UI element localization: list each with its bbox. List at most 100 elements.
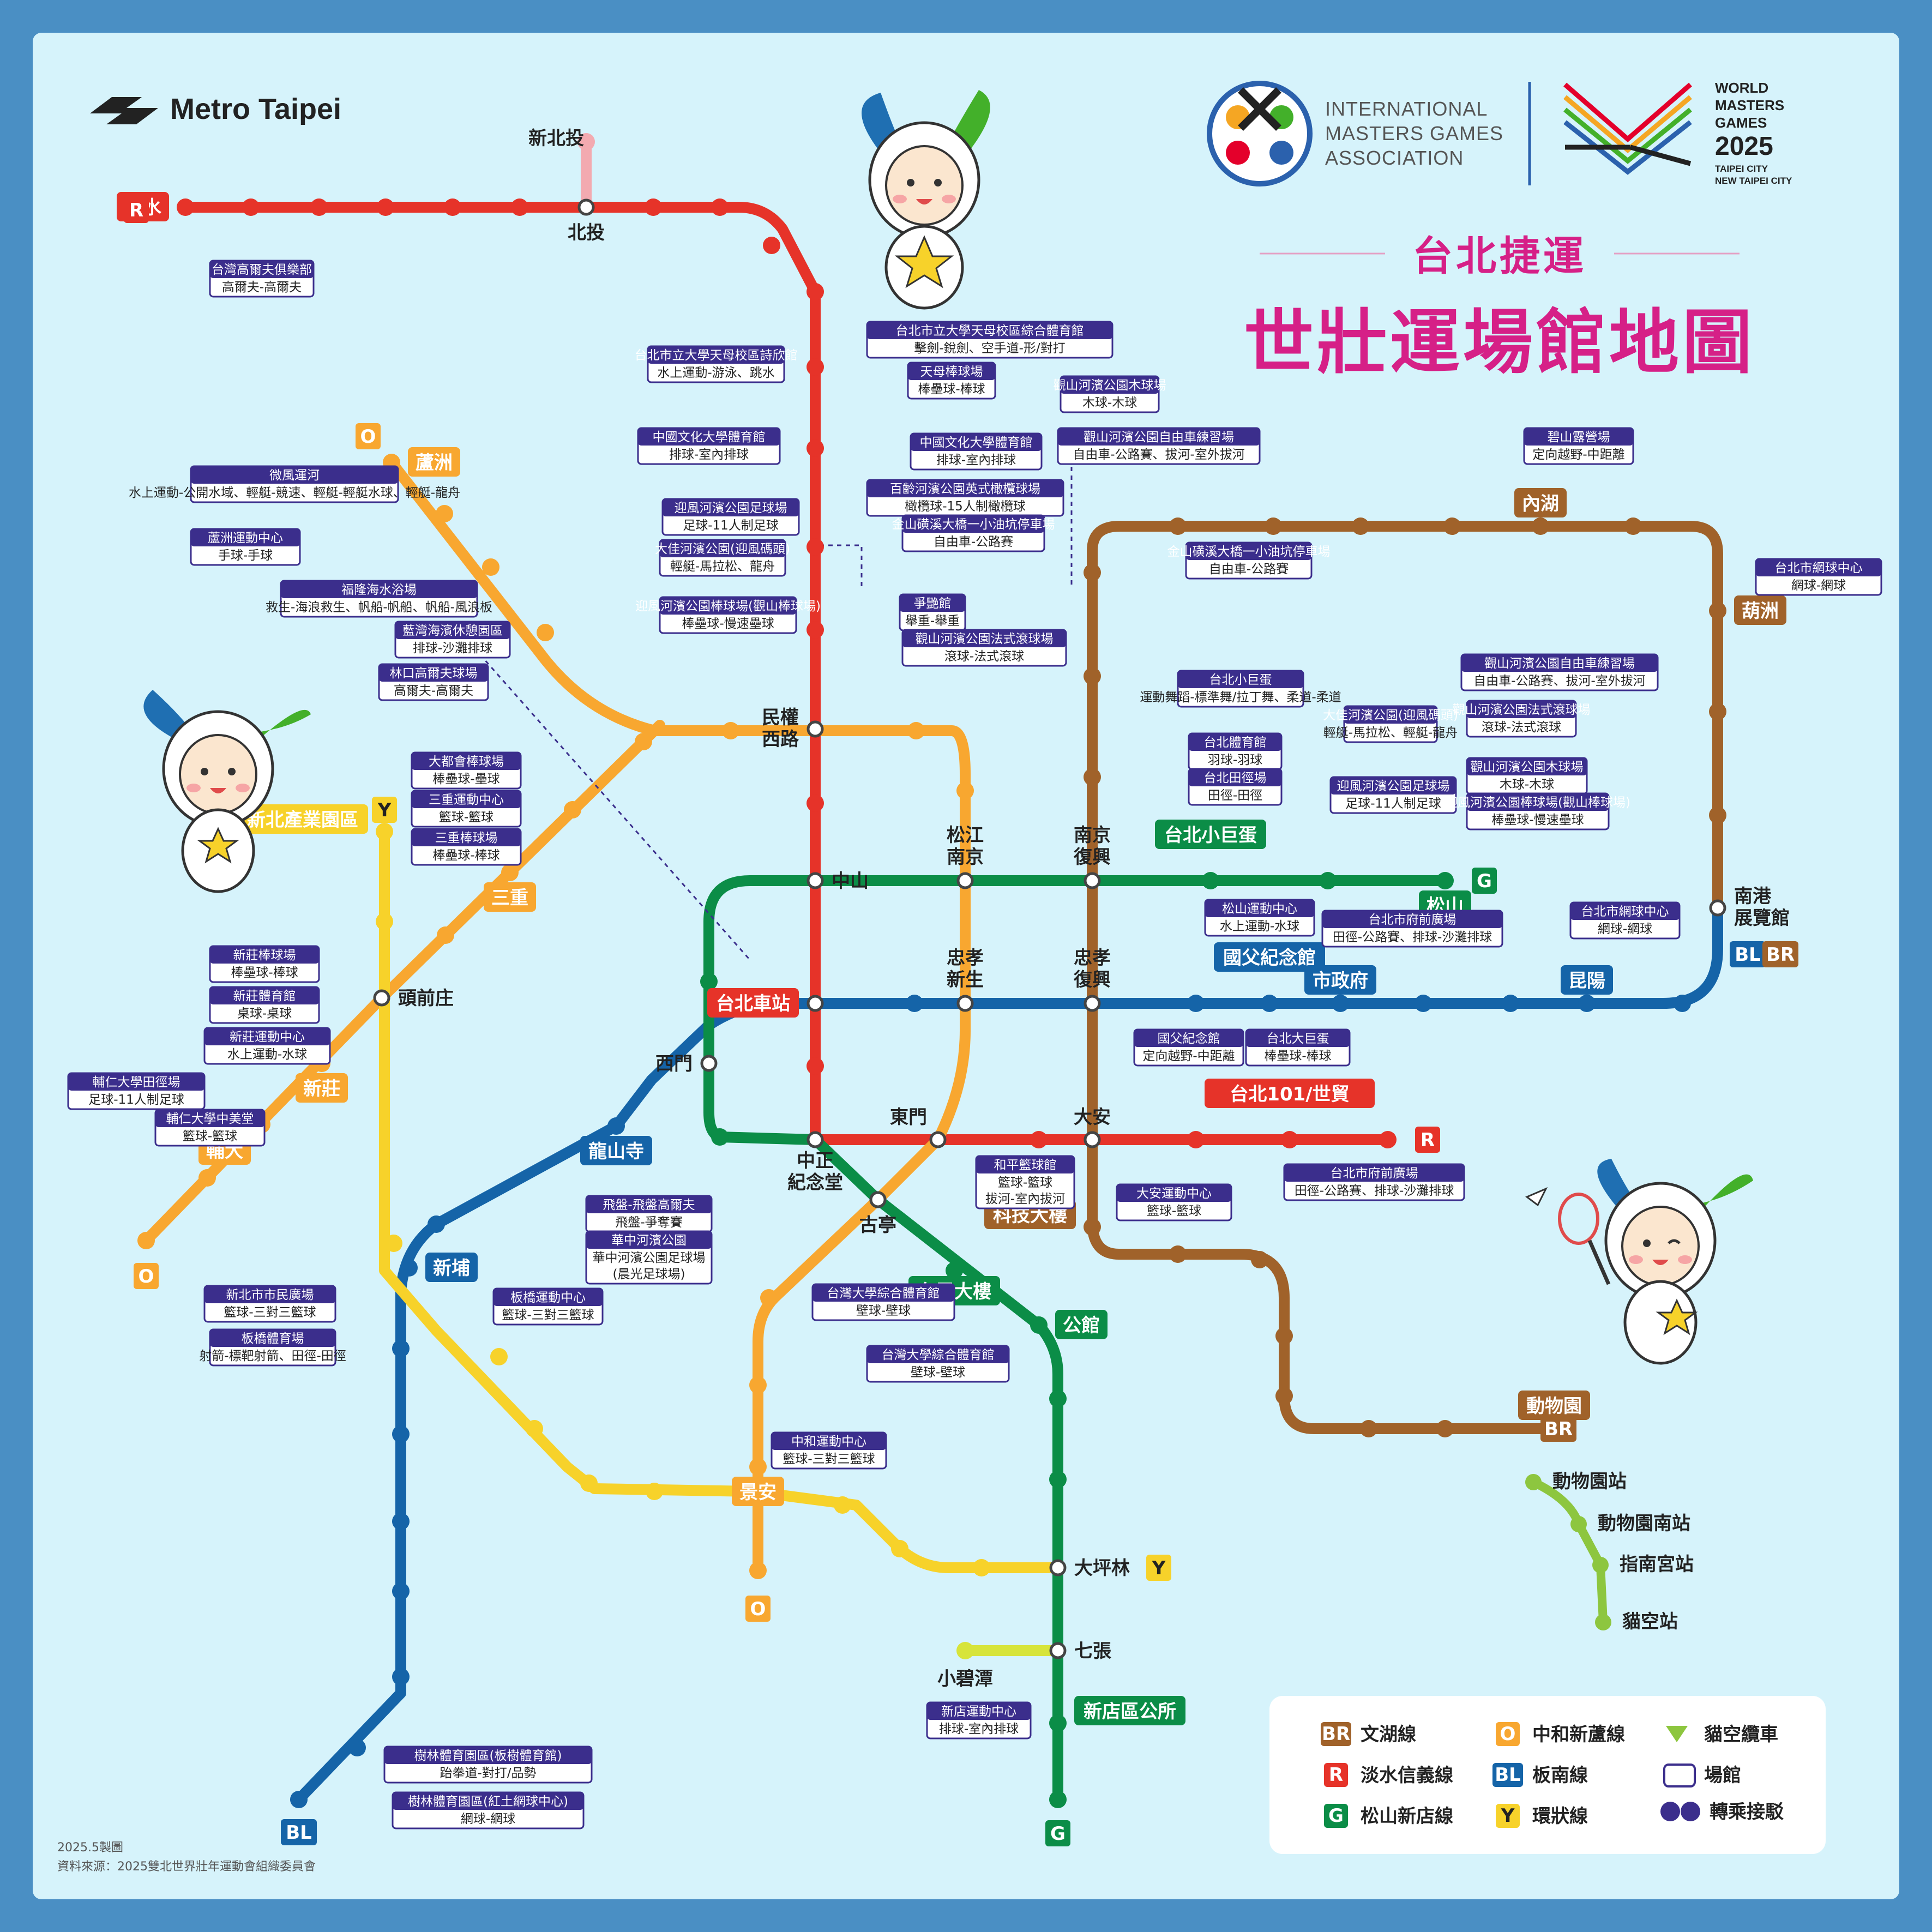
station-o-4[interactable] bbox=[137, 1232, 155, 1249]
station-bl-3[interactable] bbox=[392, 1582, 410, 1600]
station-r-25[interactable] bbox=[1281, 1131, 1298, 1148]
station-r-5[interactable] bbox=[511, 198, 528, 216]
station-bl-10[interactable] bbox=[700, 1055, 718, 1072]
station-g-2[interactable] bbox=[1049, 1642, 1067, 1659]
station-g-18[interactable] bbox=[1436, 872, 1454, 889]
station-o-8[interactable] bbox=[373, 989, 390, 1007]
station-bl-18[interactable] bbox=[1415, 995, 1432, 1012]
venue-callout[interactable]: 金山磺溪大橋一小油坑停車場 自由車-公路賽 bbox=[1167, 541, 1331, 580]
station-g-10[interactable] bbox=[711, 1128, 729, 1146]
station-r-12[interactable] bbox=[806, 440, 824, 457]
station-br-1[interactable] bbox=[1436, 1420, 1454, 1437]
station-y-5[interactable] bbox=[526, 1420, 543, 1437]
station-r-6[interactable] bbox=[577, 198, 595, 216]
station-y-9[interactable] bbox=[834, 1496, 851, 1514]
station-bl-9[interactable] bbox=[607, 1117, 625, 1135]
station-g-7[interactable] bbox=[946, 1262, 963, 1279]
station-bl-14[interactable] bbox=[1084, 995, 1101, 1012]
station-r-21[interactable] bbox=[929, 1131, 947, 1148]
station-br-13[interactable] bbox=[1084, 564, 1101, 581]
station-bl-19[interactable] bbox=[1502, 995, 1519, 1012]
station-g-15[interactable] bbox=[1084, 872, 1101, 889]
station-y-1[interactable] bbox=[376, 913, 393, 930]
station-r-14[interactable] bbox=[806, 621, 824, 639]
station-br-6[interactable] bbox=[1169, 1245, 1187, 1263]
station-bl-8[interactable] bbox=[428, 1215, 445, 1233]
station-r-11[interactable] bbox=[806, 358, 824, 376]
station-br-17[interactable] bbox=[1443, 517, 1461, 535]
venue-callout[interactable]: 觀山河濱公園法式滾球場 滾球-法式滾球 bbox=[1453, 700, 1591, 738]
gondola-station-0[interactable] bbox=[1525, 1474, 1542, 1490]
station-bl-13[interactable] bbox=[956, 995, 974, 1012]
station-o-9[interactable] bbox=[437, 926, 454, 944]
station-br-8[interactable] bbox=[1084, 1131, 1101, 1148]
station-bl-5[interactable] bbox=[392, 1425, 410, 1443]
station-r-18[interactable] bbox=[806, 995, 824, 1012]
venue-callout[interactable]: 中國文化大學體育館 排球-室內排球 bbox=[910, 432, 1043, 471]
station-br-20[interactable] bbox=[1709, 602, 1726, 619]
station-g-14[interactable] bbox=[956, 872, 974, 889]
station-r-7[interactable] bbox=[645, 198, 662, 216]
station-o-20[interactable] bbox=[749, 1376, 767, 1394]
station-br-21[interactable] bbox=[1709, 703, 1726, 720]
venue-callout[interactable]: 台北市府前廣場 田徑-公路賽、排球-沙灘排球 bbox=[1283, 1163, 1465, 1201]
station-g-16[interactable] bbox=[1202, 872, 1219, 889]
station-br-22[interactable] bbox=[1709, 806, 1726, 824]
station-g-6[interactable] bbox=[1030, 1316, 1048, 1334]
venue-callouts[interactable]: 台灣高爾夫俱樂部高爾夫-高爾夫台北市立大學天母校區詩欣館水上運動-游泳、跳水台北… bbox=[67, 260, 1882, 1829]
venue-callout[interactable]: 觀山河濱公園自由車練習場 自由車-公路賽、拔河-室外拔河 bbox=[1460, 653, 1659, 691]
venue-callout[interactable]: 樹林體育園區(板樹體育館)跆拳道-對打/品勢 bbox=[383, 1746, 593, 1784]
station-y-7[interactable] bbox=[646, 1483, 663, 1500]
station-dots[interactable] bbox=[137, 133, 1726, 1808]
station-g-4[interactable] bbox=[1049, 1471, 1067, 1488]
station-r-15[interactable] bbox=[806, 720, 824, 738]
venue-callout[interactable]: 樹林體育園區(紅土網球中心)網球-網球 bbox=[392, 1791, 585, 1829]
station-bl-20[interactable] bbox=[1578, 995, 1596, 1012]
station-o-11[interactable] bbox=[564, 801, 581, 818]
station-r-13[interactable] bbox=[806, 538, 824, 556]
station-br-12[interactable] bbox=[1084, 667, 1101, 685]
station-r-8[interactable] bbox=[711, 198, 729, 216]
station-y-3[interactable] bbox=[385, 1235, 402, 1252]
station-bl-0[interactable] bbox=[290, 1791, 308, 1808]
station-o-1[interactable] bbox=[436, 505, 453, 522]
station-y-6[interactable] bbox=[580, 1474, 598, 1492]
station-r-24[interactable] bbox=[1187, 1131, 1205, 1148]
station-y-4[interactable] bbox=[490, 1348, 508, 1365]
station-r-26[interactable] bbox=[1379, 1131, 1397, 1148]
station-o-2[interactable] bbox=[482, 558, 499, 576]
gondola-station-1[interactable] bbox=[1570, 1516, 1587, 1532]
station-r-19[interactable] bbox=[806, 1057, 824, 1075]
venue-callout[interactable]: 大佳河濱公園(迎風碼頭) 輕艇-馬拉松、輕艇-龍舟 bbox=[1323, 705, 1458, 743]
station-xiaobitan[interactable] bbox=[956, 1642, 974, 1659]
station-br-19[interactable] bbox=[1624, 517, 1642, 535]
